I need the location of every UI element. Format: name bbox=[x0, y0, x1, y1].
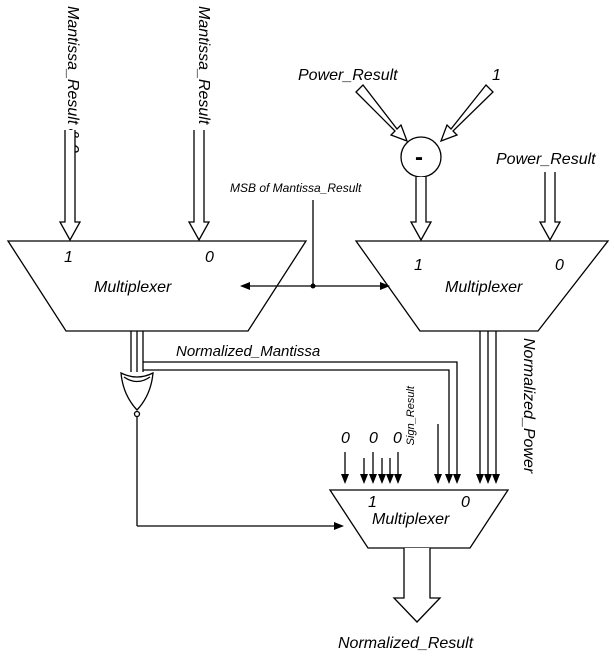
select-line-bidirectional bbox=[240, 282, 390, 290]
mantissa-result-input-label: Mantissa_Result bbox=[195, 6, 212, 125]
normalized-mantissa-label: Normalized_Mantissa bbox=[176, 343, 320, 360]
bottom-mux-input1-label: 1 bbox=[368, 494, 377, 511]
sign-result-arrowhead bbox=[434, 474, 442, 484]
zero-input-label-3: 0 bbox=[393, 430, 402, 447]
sign-result-label: Sign_Result bbox=[405, 385, 417, 445]
normalized-result-label: Normalized_Result bbox=[338, 635, 474, 652]
left-mux-input0-label: 0 bbox=[205, 249, 214, 266]
zero-input-label-2: 0 bbox=[369, 430, 378, 447]
normalized-power-bus bbox=[476, 331, 500, 484]
power-result-to-subtractor-arrow bbox=[355, 84, 409, 143]
bottom-mux-input0-label: 0 bbox=[461, 494, 470, 511]
left-multiplexer bbox=[6, 240, 308, 332]
power-result-top-label: Power_Result bbox=[298, 67, 398, 84]
right-multiplexer bbox=[354, 240, 610, 332]
or-to-bottom-mux-arrowhead bbox=[334, 522, 344, 530]
one-input-label: 1 bbox=[492, 67, 501, 84]
right-mux-input0-label: 0 bbox=[555, 257, 564, 274]
bottom-multiplexer bbox=[328, 489, 510, 549]
mantissa-result-and-0-input-label: Mantissa_Result & 0 bbox=[64, 6, 81, 153]
left-mux-input0-arrow bbox=[187, 130, 211, 242]
normalized-power-label: Normalized_Power bbox=[520, 338, 537, 474]
msb-of-mantissa-result-label: MSB of Mantissa_Result bbox=[230, 181, 362, 195]
normalized-mantissa-bus bbox=[143, 361, 461, 484]
one-to-subtractor-arrow bbox=[439, 84, 494, 143]
left-mux-input1-label: 1 bbox=[64, 249, 73, 266]
power-result-right-arrow bbox=[538, 172, 562, 242]
left-mux-input1-arrow bbox=[58, 130, 82, 242]
or-gate bbox=[120, 371, 154, 418]
left-mux-label: Multiplexer bbox=[94, 279, 172, 296]
output-arrow bbox=[392, 548, 442, 623]
right-mux-input1-label: 1 bbox=[414, 257, 423, 274]
right-mux-label: Multiplexer bbox=[445, 279, 523, 296]
subtractor-to-right-mux-arrow bbox=[409, 177, 433, 242]
zero-input-wires bbox=[341, 452, 402, 484]
zero-input-label-1: 0 bbox=[341, 430, 350, 447]
bottom-mux-label: Multiplexer bbox=[372, 511, 450, 528]
left-mux-output-bus bbox=[130, 331, 144, 372]
subtractor-minus-symbol: - bbox=[415, 144, 423, 171]
power-result-right-label: Power_Result bbox=[496, 151, 596, 168]
